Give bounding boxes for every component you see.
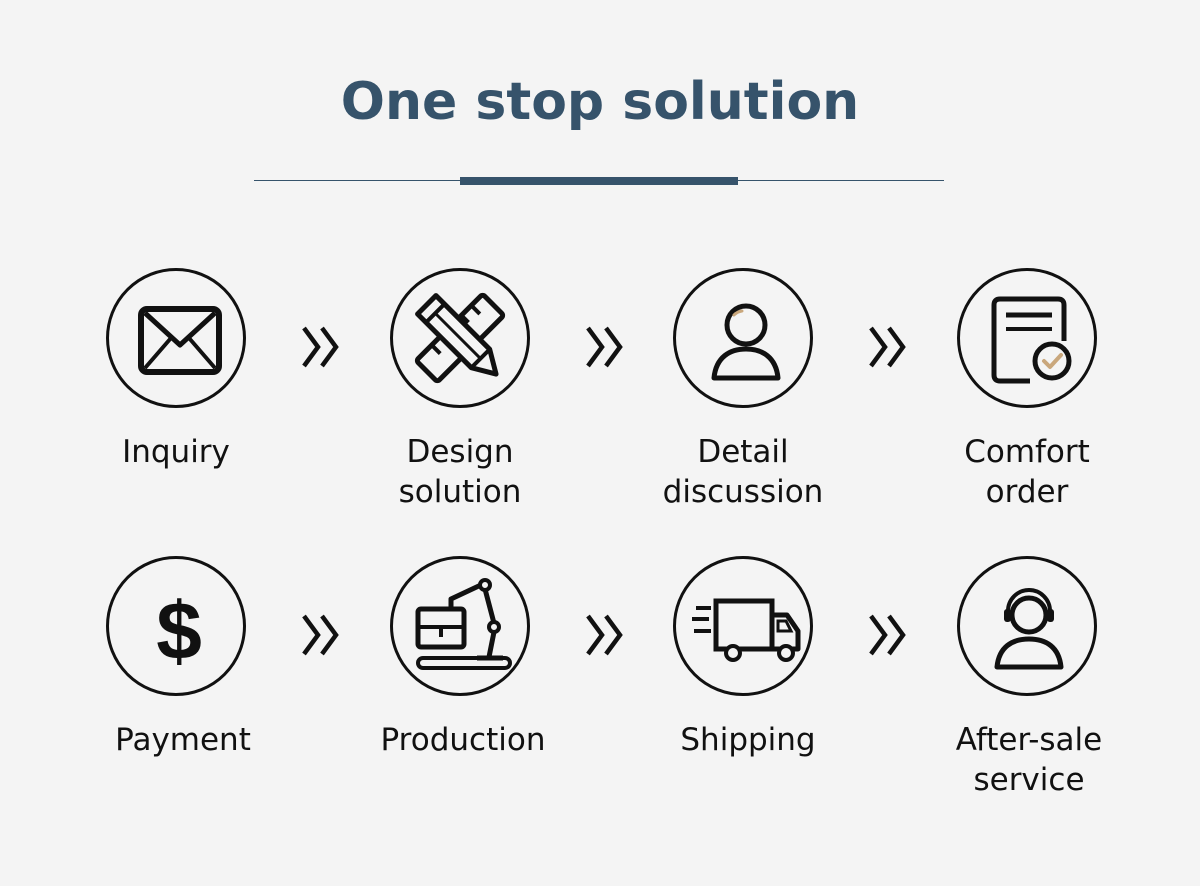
dollar-icon: $ (106, 556, 246, 696)
title-underline-thick (460, 177, 738, 185)
double-chevron-right-icon (586, 614, 623, 656)
robot-arm-icon (390, 556, 530, 696)
pencil-ruler-icon (390, 268, 530, 408)
svg-text:$: $ (156, 586, 202, 677)
double-chevron-right-icon (586, 326, 623, 368)
page-title: One stop solution (340, 72, 860, 132)
step-label-payment: Payment (115, 722, 251, 758)
double-chevron-right-icon (302, 614, 339, 656)
step-label-design-solution: Design solution (398, 434, 522, 510)
double-chevron-right-icon (869, 326, 906, 368)
double-chevron-right-icon (869, 614, 906, 656)
headset-user-icon (957, 556, 1097, 696)
step-label-after-sale-service: After-sale service (955, 722, 1103, 798)
truck-icon (673, 556, 813, 696)
step-label-comfort-order: Comfort order (964, 434, 1090, 510)
envelope-icon (106, 268, 246, 408)
step-label-inquiry: Inquiry (122, 434, 230, 470)
step-label-production: Production (380, 722, 546, 758)
double-chevron-right-icon (302, 326, 339, 368)
step-label-detail-discussion: Detail discussion (662, 434, 824, 510)
order-check-icon (957, 268, 1097, 408)
step-label-shipping: Shipping (680, 722, 816, 758)
user-icon (673, 268, 813, 408)
